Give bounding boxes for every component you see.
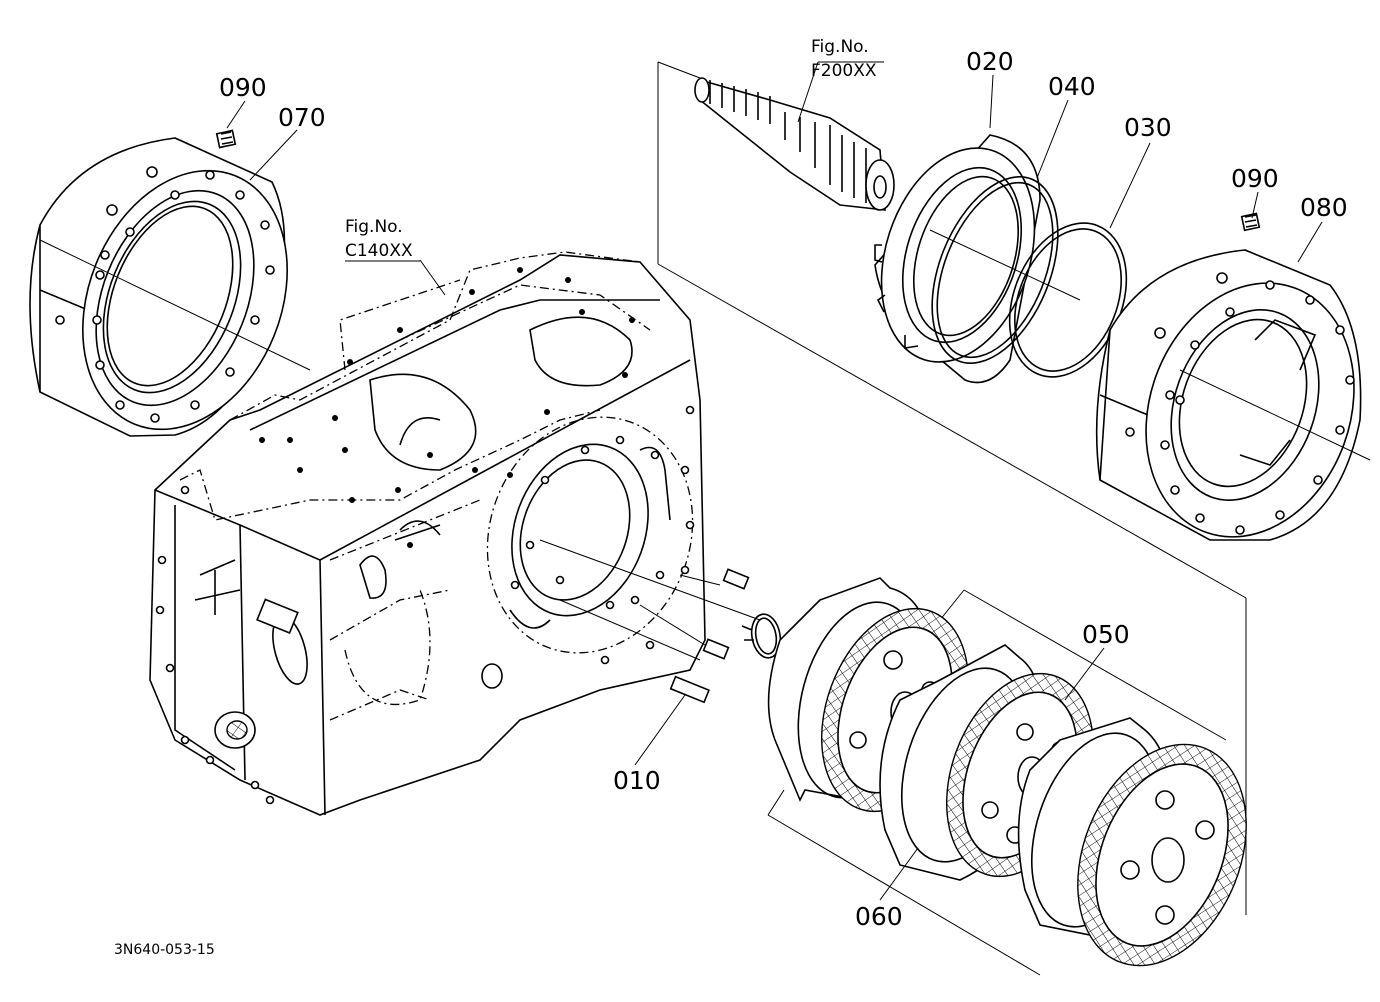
dowel-pins bbox=[639, 568, 750, 704]
callout-060[interactable]: 060 bbox=[855, 902, 903, 931]
friction-disc-050-c bbox=[1077, 743, 1247, 967]
fig-ref-f200-line2: F200XX bbox=[811, 61, 877, 81]
transmission-case bbox=[149, 251, 761, 816]
piston-020 bbox=[874, 134, 1081, 384]
seal-ring-040 bbox=[931, 176, 1059, 364]
callout-030[interactable]: 030 bbox=[1124, 113, 1172, 142]
fig-ref-c140-line2: C140XX bbox=[345, 241, 413, 261]
callout-090-right[interactable]: 090 bbox=[1231, 164, 1279, 193]
callout-050[interactable]: 050 bbox=[1082, 620, 1130, 649]
callout-010[interactable]: 010 bbox=[613, 766, 661, 795]
assembly-frame-upper bbox=[657, 61, 1247, 915]
assembly-frame-clutch bbox=[767, 589, 1227, 976]
fig-ref-c140[interactable]: Fig.No. C140XX bbox=[345, 217, 413, 261]
drawing-code: 3N640-053-15 bbox=[114, 942, 215, 958]
brake-shaft bbox=[694, 77, 895, 211]
snap-ring bbox=[741, 613, 782, 659]
callout-080[interactable]: 080 bbox=[1300, 193, 1348, 222]
leader-lines bbox=[226, 61, 1323, 901]
callout-070[interactable]: 070 bbox=[278, 103, 326, 132]
callout-020[interactable]: 020 bbox=[966, 47, 1014, 76]
callout-090-left[interactable]: 090 bbox=[219, 73, 267, 102]
clutch-pack bbox=[767, 577, 1247, 967]
brake-housing-080 bbox=[1095, 212, 1371, 541]
callout-040[interactable]: 040 bbox=[1048, 72, 1096, 101]
fig-ref-c140-line1: Fig.No. bbox=[345, 217, 403, 237]
fig-ref-f200[interactable]: Fig.No. F200XX bbox=[811, 37, 877, 81]
fig-ref-f200-line1: Fig.No. bbox=[811, 37, 869, 57]
brake-housing-070 bbox=[29, 129, 311, 437]
